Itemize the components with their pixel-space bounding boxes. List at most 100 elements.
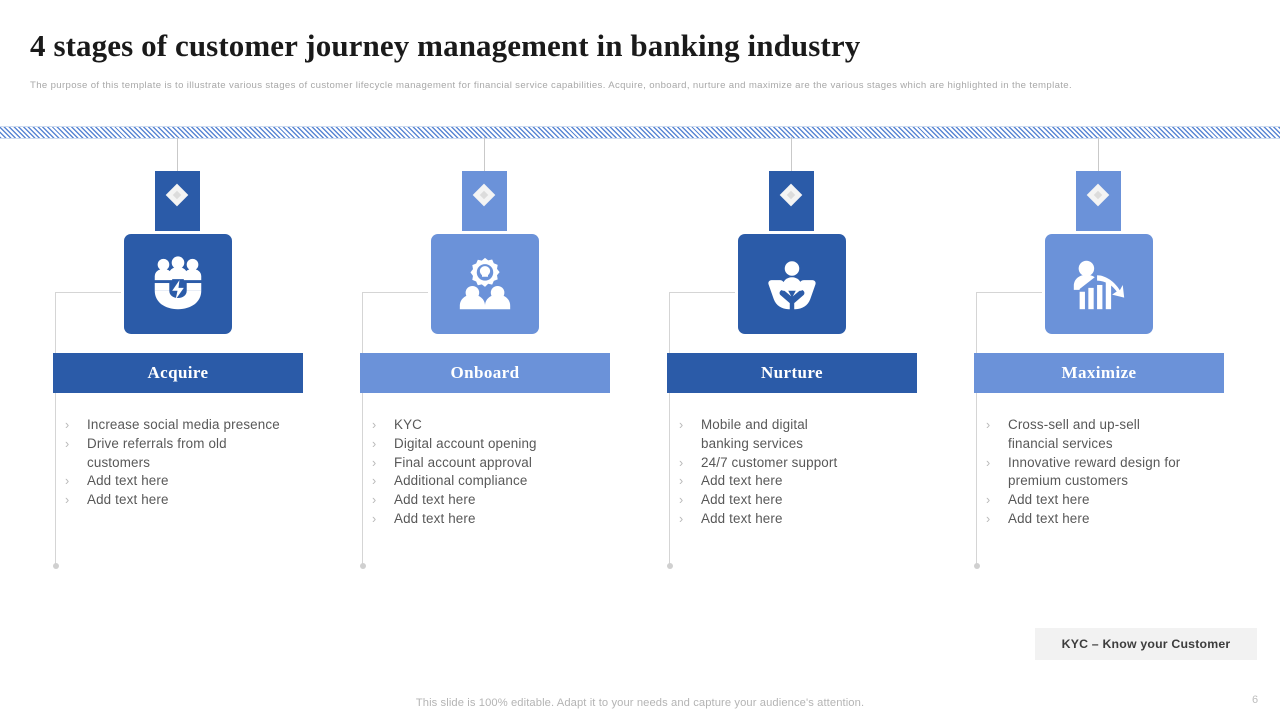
chevron-bullet-icon: › bbox=[679, 493, 684, 508]
list-item-text: Add text here bbox=[1008, 492, 1090, 508]
stage-icon-tile[interactable] bbox=[124, 234, 232, 334]
list-item-text: Final account approval bbox=[394, 454, 533, 470]
list-item-text: Digital account opening bbox=[394, 435, 537, 451]
bracket-connector bbox=[359, 292, 488, 569]
stage-column-onboard: Onboard › KYC › Digital account opening … bbox=[331, 137, 639, 569]
footer-note: This slide is 100% editable. Adapt it to… bbox=[415, 697, 865, 709]
bullet-list: › Mobile and digital banking services › … bbox=[679, 416, 937, 529]
bracket-end-dot bbox=[666, 563, 673, 569]
stage-icon-tile[interactable] bbox=[431, 234, 539, 334]
chevron-bullet-icon: › bbox=[372, 493, 377, 508]
bracket-vertical bbox=[669, 292, 670, 567]
stage-icon-tile[interactable] bbox=[1045, 234, 1153, 334]
list-item-text: Cross-sell and up-sell financial service… bbox=[1008, 417, 1141, 451]
chevron-bullet-icon: › bbox=[65, 418, 70, 432]
chevron-bullet-icon: › bbox=[372, 455, 377, 470]
page-subtitle: The purpose of this template is to illus… bbox=[30, 80, 1072, 91]
list-item: › Add text here bbox=[65, 491, 323, 510]
stage-column-nurture: Nurture › Mobile and digital banking ser… bbox=[638, 137, 946, 569]
gear-lightbulb-people-icon bbox=[454, 253, 516, 315]
chevron-bullet-icon: › bbox=[65, 436, 70, 451]
list-item: › Digital account opening bbox=[372, 435, 630, 454]
stage-title-label: Acquire bbox=[147, 363, 209, 382]
list-item-text: Mobile and digital banking services bbox=[701, 417, 808, 451]
list-item-text: Add text here bbox=[394, 492, 476, 508]
list-item: › Add text here bbox=[65, 472, 323, 491]
list-item-text: Add text here bbox=[701, 510, 783, 526]
pin-tab bbox=[462, 171, 507, 231]
list-item: › Increase social media presence bbox=[65, 416, 323, 435]
bracket-horizontal bbox=[976, 292, 1102, 293]
list-item-text: KYC bbox=[394, 417, 422, 432]
stage-title-band[interactable]: Acquire bbox=[53, 353, 303, 393]
chevron-bullet-icon: › bbox=[65, 474, 70, 489]
chevron-bullet-icon: › bbox=[679, 474, 684, 489]
chevron-bullet-icon: › bbox=[986, 493, 991, 508]
list-item-text: Drive referrals from old customers bbox=[87, 435, 227, 470]
list-item: › Mobile and digital banking services bbox=[679, 416, 937, 454]
stage-title-band[interactable]: Nurture bbox=[667, 353, 917, 393]
stage-icon-tile[interactable] bbox=[738, 234, 846, 334]
stage-title-label: Maximize bbox=[1061, 363, 1137, 382]
list-item-text: Add text here bbox=[394, 510, 476, 526]
list-item: › Drive referrals from old customers bbox=[65, 435, 323, 473]
list-item: › Innovative reward design for premium c… bbox=[986, 454, 1244, 492]
bracket-connector bbox=[973, 292, 1102, 569]
person-growth-chart-icon bbox=[1068, 253, 1130, 315]
stage-column-maximize: Maximize › Cross-sell and up-sell financ… bbox=[945, 137, 1253, 569]
stage-title-band[interactable]: Maximize bbox=[974, 353, 1224, 393]
bracket-horizontal bbox=[55, 292, 181, 293]
chevron-bullet-icon: › bbox=[65, 493, 70, 508]
list-item-text: 24/7 customer support bbox=[701, 454, 838, 470]
bracket-connector bbox=[52, 292, 181, 569]
chevron-bullet-icon: › bbox=[986, 455, 991, 470]
list-item: › Final account approval bbox=[372, 454, 630, 473]
list-item: › Add text here bbox=[986, 510, 1244, 529]
chevron-bullet-icon: › bbox=[679, 455, 684, 470]
pin-tab bbox=[769, 171, 814, 231]
bracket-vertical bbox=[362, 292, 363, 567]
stage-title-band[interactable]: Onboard bbox=[360, 353, 610, 393]
bracket-end-dot bbox=[359, 563, 366, 569]
list-item: › Add text here bbox=[986, 491, 1244, 510]
diamond-icon bbox=[779, 183, 803, 207]
pin-tab bbox=[1076, 171, 1121, 231]
list-item-text: Additional compliance bbox=[394, 473, 528, 489]
chevron-bullet-icon: › bbox=[372, 511, 377, 526]
list-item-text: Add text here bbox=[87, 473, 169, 489]
stage-title-label: Nurture bbox=[761, 363, 823, 382]
bracket-end-dot bbox=[973, 563, 980, 569]
list-item-text: Add text here bbox=[1008, 510, 1090, 526]
striped-divider-band bbox=[0, 126, 1280, 139]
hands-holding-person-icon bbox=[761, 253, 823, 315]
bracket-horizontal bbox=[669, 292, 795, 293]
bracket-vertical bbox=[976, 292, 977, 567]
list-item: › Add text here bbox=[372, 491, 630, 510]
list-item-text: Add text here bbox=[701, 492, 783, 508]
list-item: › Add text here bbox=[679, 491, 937, 510]
chevron-bullet-icon: › bbox=[679, 511, 684, 526]
list-item: › Additional compliance bbox=[372, 472, 630, 491]
diamond-icon bbox=[1086, 183, 1110, 207]
diamond-icon bbox=[165, 183, 189, 207]
list-item-text: Innovative reward design for premium cus… bbox=[1008, 454, 1181, 489]
chevron-bullet-icon: › bbox=[372, 474, 377, 489]
bullet-list: › Increase social media presence › Drive… bbox=[65, 416, 323, 510]
chevron-bullet-icon: › bbox=[372, 436, 377, 451]
magnet-people-icon bbox=[147, 253, 209, 315]
list-item: › Add text here bbox=[372, 510, 630, 529]
page-title: 4 stages of customer journey management … bbox=[30, 28, 861, 63]
bullet-list: › KYC › Digital account opening › Final … bbox=[372, 416, 630, 529]
list-item: › Add text here bbox=[679, 510, 937, 529]
bracket-vertical bbox=[55, 292, 56, 567]
chevron-bullet-icon: › bbox=[986, 511, 991, 526]
list-item: › Cross-sell and up-sell financial servi… bbox=[986, 416, 1244, 454]
pin-tab bbox=[155, 171, 200, 231]
stage-title-label: Onboard bbox=[450, 363, 520, 382]
list-item-text: Increase social media presence bbox=[87, 417, 280, 432]
list-item: › KYC bbox=[372, 416, 630, 435]
bracket-connector bbox=[666, 292, 795, 569]
chevron-bullet-icon: › bbox=[679, 418, 684, 432]
list-item-text: Add text here bbox=[87, 492, 169, 508]
chevron-bullet-icon: › bbox=[372, 418, 377, 432]
